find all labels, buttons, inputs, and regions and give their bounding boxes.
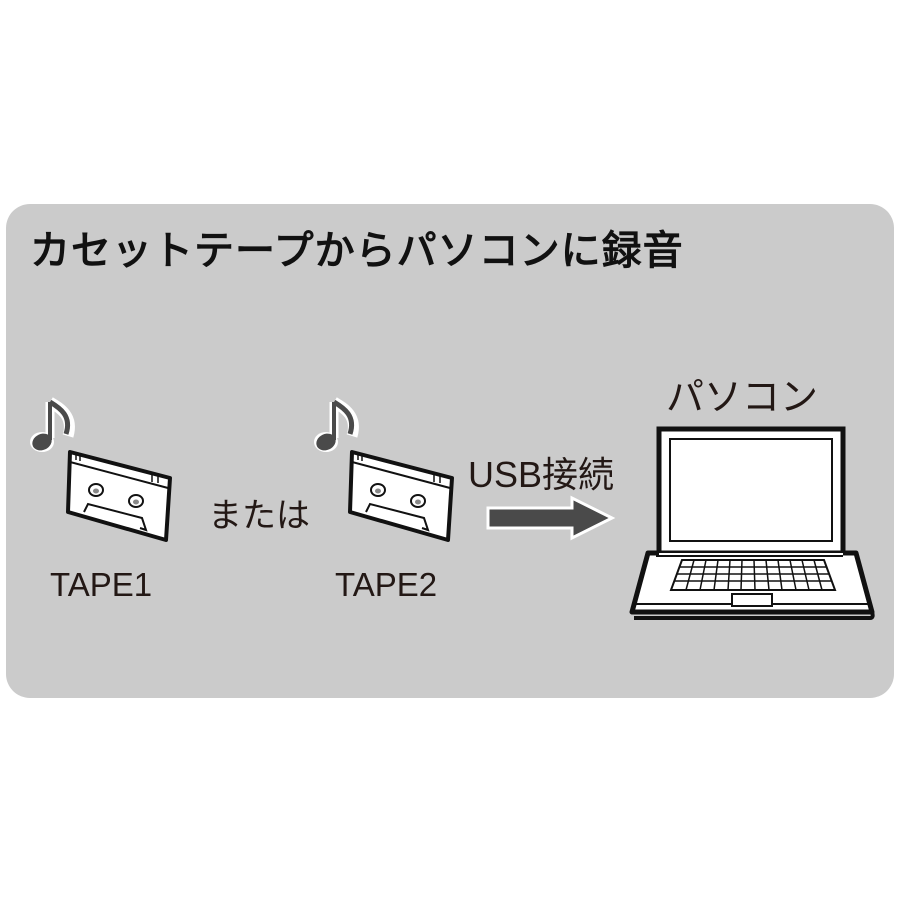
usb-connection-label: USB接続 [468,454,615,495]
cassette-tape-icon [66,450,172,542]
arrow-right-icon [486,495,616,541]
pc-label: パソコン [666,375,819,419]
tape2-label: TAPE2 [335,566,438,603]
music-note-icon [30,397,75,452]
laptop-icon [629,426,875,620]
music-note-icon [314,397,359,452]
diagram-title: カセットテープからパソコンに録音 [30,228,684,274]
or-label: または [208,496,310,536]
cassette-tape-icon [348,450,454,542]
tape1-label: TAPE1 [50,566,153,603]
